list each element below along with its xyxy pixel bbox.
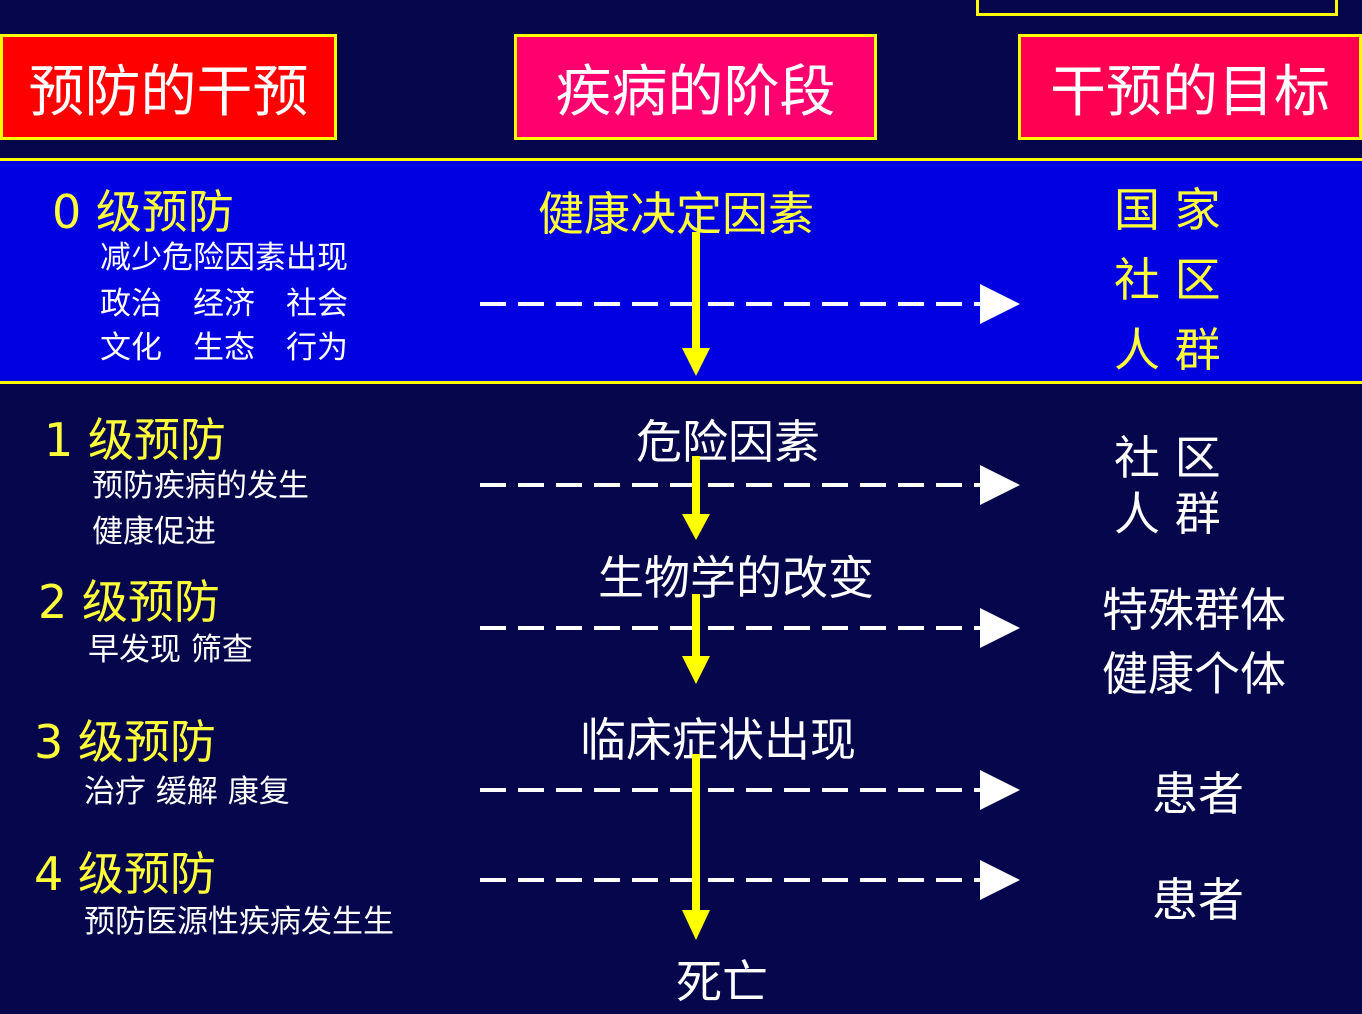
target-3-1: 患者: [1152, 767, 1244, 821]
stage-2: 生物学的改变: [598, 551, 874, 605]
target-2-2: 健康个体: [1102, 647, 1286, 701]
target-0-3: 人 群: [1114, 323, 1221, 377]
target-0-1: 国 家: [1114, 183, 1221, 237]
stage-0: 健康决定因素: [538, 187, 814, 241]
flow-arrow-0: [682, 232, 710, 376]
level-0-desc-1: 减少危险因素出现: [100, 240, 348, 276]
stage-3: 临床症状出现: [580, 713, 856, 767]
level-0-label: 0 级预防: [52, 185, 234, 239]
header-stage: 疾病的阶段: [514, 34, 877, 140]
target-0-2: 社 区: [1114, 253, 1221, 307]
level-2-desc-1: 早发现 筛查: [88, 632, 253, 668]
target-1-2: 人 群: [1114, 487, 1221, 541]
target-1-1: 社 区: [1114, 431, 1221, 485]
flow-arrow-2: [682, 594, 710, 684]
target-2-1: 特殊群体: [1102, 583, 1286, 637]
level-1-label: 1 级预防: [44, 413, 226, 467]
partial-title-box: [976, 0, 1338, 16]
level-4-label: 4 级预防: [34, 847, 216, 901]
stage-1: 危险因素: [636, 415, 820, 469]
header-intervention: 预防的干预: [0, 34, 337, 140]
target-4-1: 患者: [1152, 873, 1244, 927]
stage-final: 死亡: [676, 955, 768, 1009]
level-3-desc-1: 治疗 缓解 康复: [84, 774, 290, 810]
level-4-desc-1: 预防医源性疾病发生生: [84, 904, 394, 940]
level-0-band: [0, 158, 1362, 384]
level-0-desc-2: 政治 经济 社会: [100, 286, 348, 322]
level-1-desc-2: 健康促进: [92, 514, 216, 550]
flow-arrow-1: [682, 456, 710, 540]
level-0-desc-3: 文化 生态 行为: [100, 330, 348, 366]
flow-arrow-3: [682, 754, 710, 940]
header-target: 干预的目标: [1018, 34, 1362, 140]
level-2-label: 2 级预防: [38, 575, 220, 629]
level-3-label: 3 级预防: [34, 715, 216, 769]
level-1-desc-1: 预防疾病的发生: [92, 468, 309, 504]
